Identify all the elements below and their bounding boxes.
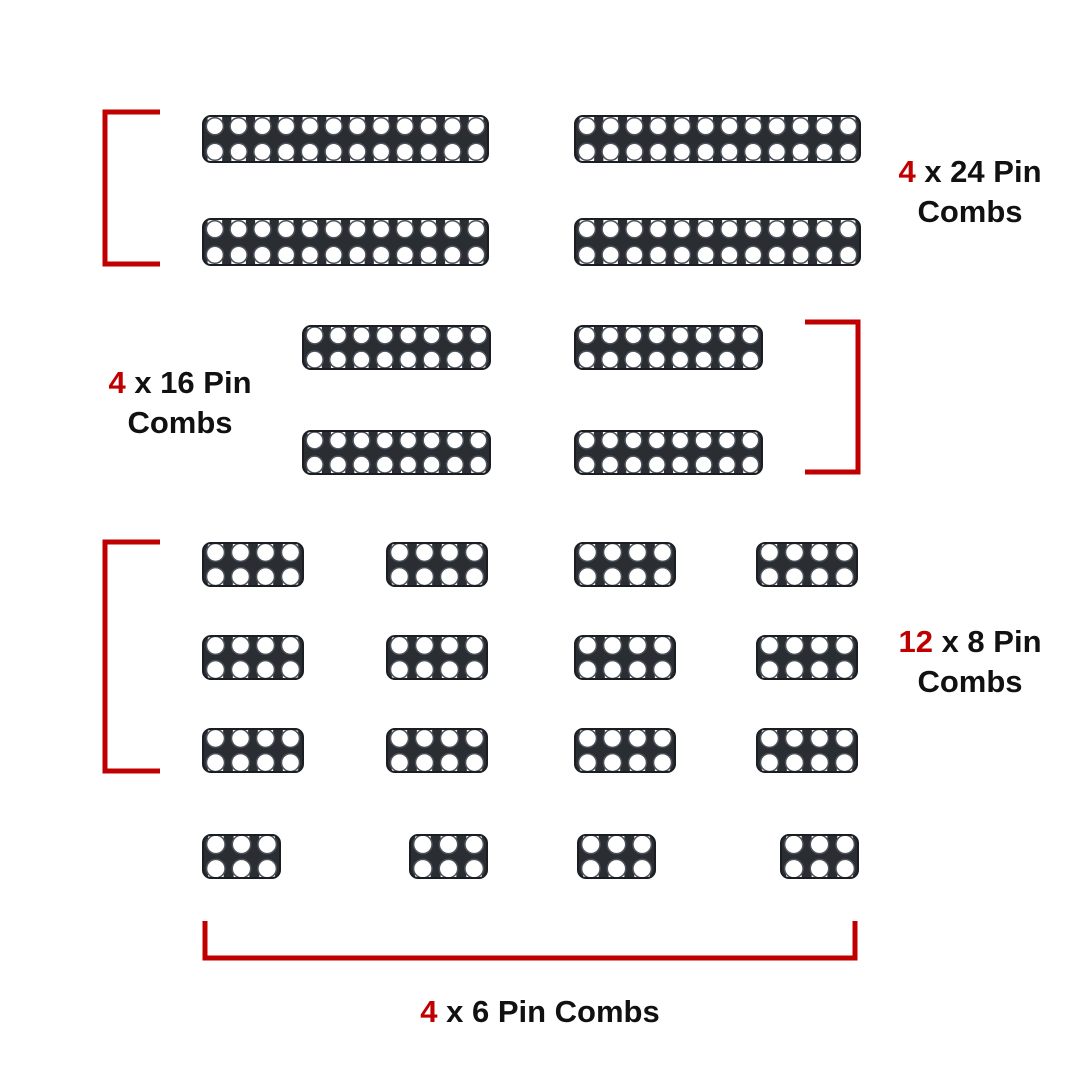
text-24-pin-line2: Combs bbox=[917, 194, 1023, 229]
label-6-pin-combs: 4 x 6 Pin Combs bbox=[300, 992, 780, 1032]
comb-16-pin bbox=[574, 320, 763, 375]
comb-16-pin bbox=[302, 320, 491, 375]
combs-layer bbox=[202, 110, 861, 884]
label-8-pin-combs: 12 x 8 Pin Combs bbox=[880, 622, 1060, 702]
comb-6-pin bbox=[577, 829, 656, 884]
quantity-8-pin: 12 bbox=[898, 624, 933, 659]
label-16-pin-combs: 4 x 16 Pin Combs bbox=[90, 363, 270, 443]
comb-6-pin bbox=[409, 829, 488, 884]
comb-8-pin bbox=[202, 723, 304, 778]
comb-8-pin bbox=[574, 630, 676, 685]
comb-24-pin bbox=[202, 110, 489, 168]
quantity-6-pin: 4 bbox=[420, 994, 438, 1029]
bracket-16-pin bbox=[805, 319, 861, 475]
bracket-24-pin bbox=[102, 109, 160, 267]
text-16-pin-line2: Combs bbox=[127, 405, 233, 440]
comb-8-pin bbox=[386, 723, 488, 778]
comb-24-pin bbox=[574, 213, 861, 271]
comb-6-pin bbox=[780, 829, 859, 884]
comb-8-pin bbox=[386, 630, 488, 685]
comb-8-pin bbox=[386, 537, 488, 592]
comb-8-pin bbox=[756, 723, 858, 778]
comb-8-pin bbox=[574, 723, 676, 778]
text-24-pin: x 24 Pin bbox=[915, 154, 1042, 189]
text-16-pin: x 16 Pin bbox=[125, 365, 252, 400]
bracket-6-pin bbox=[202, 921, 858, 961]
bracket-8-pin bbox=[102, 539, 160, 774]
comb-8-pin bbox=[756, 537, 858, 592]
comb-16-pin bbox=[574, 425, 763, 480]
label-24-pin-combs: 4 x 24 Pin Combs bbox=[880, 152, 1060, 232]
comb-8-pin bbox=[202, 537, 304, 592]
text-8-pin-line2: Combs bbox=[917, 664, 1023, 699]
quantity-24-pin: 4 bbox=[898, 154, 916, 189]
comb-24-pin bbox=[574, 110, 861, 168]
text-6-pin: x 6 Pin Combs bbox=[437, 994, 660, 1029]
comb-8-pin bbox=[202, 630, 304, 685]
text-8-pin: x 8 Pin bbox=[932, 624, 1042, 659]
quantity-16-pin: 4 bbox=[108, 365, 126, 400]
comb-24-pin bbox=[202, 213, 489, 271]
comb-6-pin bbox=[202, 829, 281, 884]
comb-8-pin bbox=[756, 630, 858, 685]
comb-16-pin bbox=[302, 425, 491, 480]
comb-8-pin bbox=[574, 537, 676, 592]
group-brackets bbox=[102, 109, 861, 961]
